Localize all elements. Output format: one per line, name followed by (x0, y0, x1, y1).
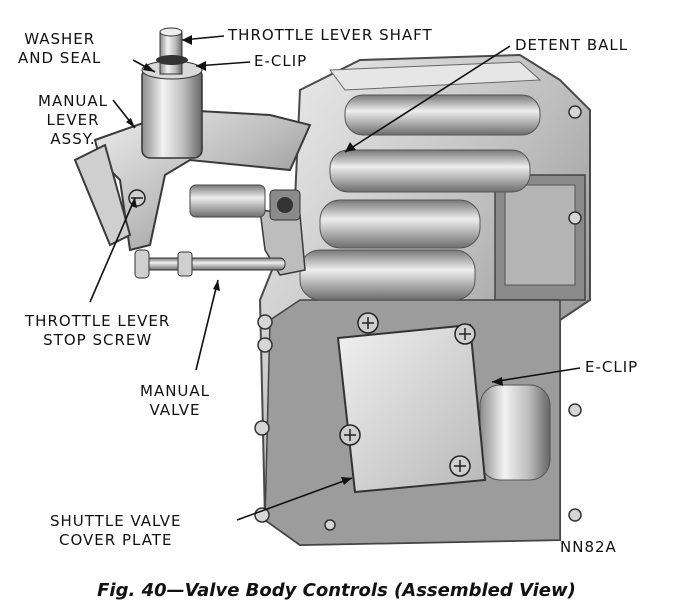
figure-caption: Fig. 40—Valve Body Controls (Assembled V… (97, 580, 576, 601)
throttle-lever-shaft (141, 27, 203, 159)
label-line: STOP SCREW (43, 331, 153, 349)
label-line: ASSY. (50, 130, 96, 148)
label-manual-valve: MANUAL VALVE (140, 382, 210, 420)
throttle-lever-stop-screw (128, 189, 146, 207)
valve-bores (299, 94, 551, 481)
label-detent-ball: DETENT BALL (515, 36, 629, 54)
label-e-clip-top: E-CLIP (254, 52, 308, 70)
label-line: THROTTLE LEVER (25, 312, 171, 330)
label-line: MANUAL (38, 92, 109, 110)
label-manual-lever-assy: MANUAL LEVER ASSY. (38, 92, 108, 149)
manual-valve-rod (134, 249, 286, 279)
label-line: COVER PLATE (59, 531, 173, 549)
figure-code: NN82A (560, 538, 617, 556)
label-washer-and-seal: WASHER AND SEAL (18, 30, 101, 68)
label-line: VALVE (149, 401, 201, 419)
label-e-clip-right: E-CLIP (585, 358, 639, 376)
label-line: SHUTTLE VALVE (50, 512, 182, 530)
label-line: WASHER (24, 30, 96, 48)
label-shuttle-valve-cover-plate: SHUTTLE VALVE COVER PLATE (50, 512, 181, 550)
label-throttle-lever-stop-screw: THROTTLE LEVER STOP SCREW (25, 312, 170, 350)
shuttle-valve-cover-plate (336, 312, 487, 494)
leader-arrowheads (126, 35, 503, 485)
label-line: LEVER (46, 111, 100, 129)
label-line: MANUAL (140, 382, 211, 400)
label-throttle-lever-shaft: THROTTLE LEVER SHAFT (228, 26, 433, 44)
label-line: AND SEAL (18, 49, 102, 67)
